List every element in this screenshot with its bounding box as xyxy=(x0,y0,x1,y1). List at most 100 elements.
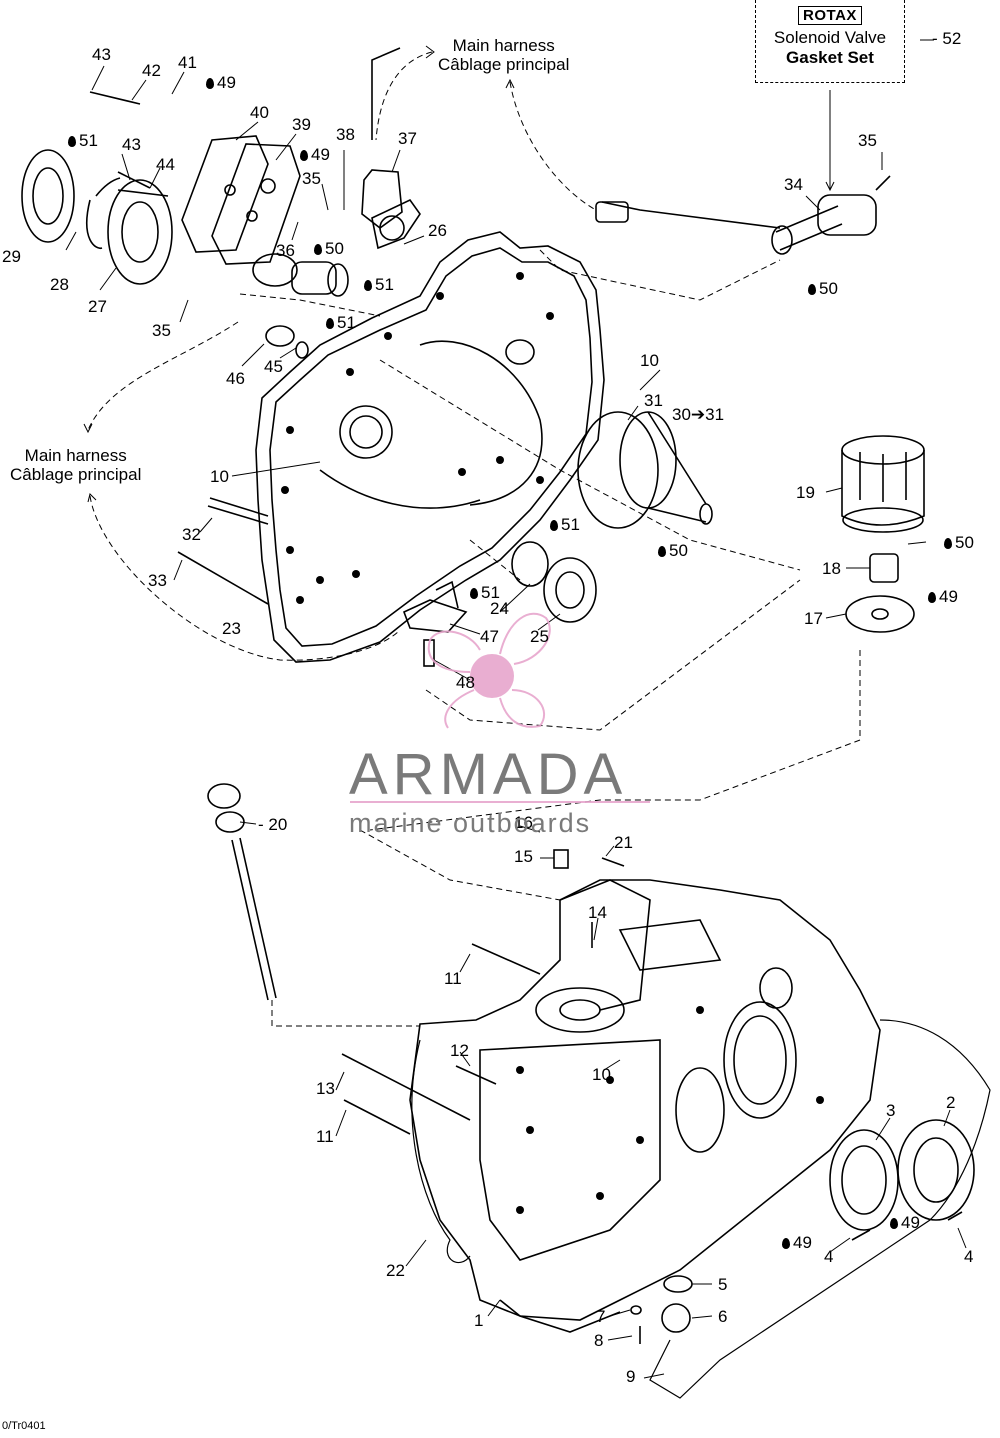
oil-drop-icon xyxy=(890,1218,898,1229)
lubricant-51: 51 xyxy=(470,584,500,602)
callout-35-screw: 35 xyxy=(302,169,321,188)
oil-drop-icon xyxy=(470,588,478,599)
oil-drop-icon xyxy=(68,136,76,147)
harness-label-en: Main harness xyxy=(452,36,555,55)
callout-4-screw: 4 xyxy=(824,1247,834,1266)
lubricant-49: 49 xyxy=(928,588,958,606)
callout-44-washer: 44 xyxy=(156,155,175,174)
watermark-propeller xyxy=(350,612,650,803)
callout-47-sensor: 47 xyxy=(480,627,499,646)
callout-14-pin: 14 xyxy=(588,903,607,922)
callout-6-plug: 6 xyxy=(718,1307,728,1326)
lubricant-51: 51 xyxy=(550,516,580,534)
oil-drop-icon xyxy=(808,284,816,295)
callout-15-spring: 15 xyxy=(514,847,533,866)
callout-43-bolt-b: 43 xyxy=(122,135,141,154)
oil-drop-icon xyxy=(206,78,214,89)
callout-9-gasket: 9 xyxy=(626,1367,636,1386)
callout-7-washer: 7 xyxy=(596,1307,606,1326)
callout-39-cover: 39 xyxy=(292,115,311,134)
callout-20-dipstick: - 20 xyxy=(258,815,288,834)
lubricant-49: 49 xyxy=(206,74,236,92)
callout-11-bolt-b: 11 xyxy=(316,1127,334,1146)
callout-13-bolt: 13 xyxy=(316,1079,335,1098)
lubricant-51: 51 xyxy=(68,132,98,150)
main-harness-note-top: Main harness Câblage principal xyxy=(438,36,569,74)
callout-46-fitting: 46 xyxy=(226,369,245,388)
crankcase-cover-upper xyxy=(255,231,605,663)
lubricant-51: 51 xyxy=(326,314,356,332)
oil-drop-icon xyxy=(314,244,322,255)
oil-drop-icon xyxy=(658,546,666,557)
callout-8-screw: 8 xyxy=(594,1331,604,1350)
callout-10-dowel: 10 xyxy=(640,351,659,370)
watermark-subtitle: marine outboards xyxy=(349,808,592,838)
cover-plate-parts xyxy=(181,135,301,265)
lubricant-50: 50 xyxy=(314,240,344,258)
callout-25-bearing: 25 xyxy=(530,627,549,646)
callout-52-kit: - 52 xyxy=(932,29,962,48)
harness-label-fr: Câblage principal xyxy=(438,55,570,74)
kit-title: Solenoid Valve xyxy=(773,28,887,47)
callout-4-screw-b: 4 xyxy=(964,1247,974,1266)
callout-35-screw-c: 35 xyxy=(858,131,877,150)
oil-drop-icon xyxy=(300,150,308,161)
bearings-24-25 xyxy=(511,541,597,623)
callout-5-oring: 5 xyxy=(718,1275,728,1294)
callout-32-bolt: 32 xyxy=(182,525,201,544)
drain-plug-parts xyxy=(630,1275,693,1344)
callout-2-bearing: 2 xyxy=(946,1093,956,1112)
callout-30-31-bearing: 30➔31 xyxy=(672,405,725,424)
callout-21-pin: 21 xyxy=(614,833,633,852)
lubricant-49: 49 xyxy=(782,1234,812,1252)
dipstick-20 xyxy=(207,783,277,1001)
bearing-30 xyxy=(577,411,713,529)
oil-drop-icon xyxy=(944,538,952,549)
callout-48-bolt: 48 xyxy=(456,673,475,692)
lubricant-50: 50 xyxy=(808,280,838,298)
harness-label-en: Main harness xyxy=(24,446,127,465)
bearings-lower xyxy=(829,1119,975,1241)
callout-19-oil-filter: 19 xyxy=(796,483,815,502)
oil-drop-icon xyxy=(326,318,334,329)
callout-43-bolt: 43 xyxy=(92,45,111,64)
callout-36-solenoid: 36 xyxy=(276,241,295,260)
lubricant-51: 51 xyxy=(364,276,394,294)
rotax-logo: ROTAX xyxy=(798,6,862,25)
oil-filter-19 xyxy=(841,435,925,633)
callout-38-oring: 38 xyxy=(336,125,355,144)
callout-41-plug: 41 xyxy=(178,53,197,72)
watermark-title: ARMADA xyxy=(349,742,628,807)
callout-35-screw-b: 35 xyxy=(152,321,171,340)
solenoid-valve-34 xyxy=(595,175,891,255)
bolts-upper xyxy=(89,91,269,605)
solenoid-assembly-left xyxy=(252,253,349,359)
callout-45-oring: 45 xyxy=(264,357,283,376)
callout-10-dowel-b: 10 xyxy=(210,467,229,486)
callout-37-sensor: 37 xyxy=(398,129,417,148)
callout-34-solenoid-valve: 34 xyxy=(784,175,803,194)
main-harness-note-left: Main harness Câblage principal xyxy=(10,446,141,484)
lubricant-49: 49 xyxy=(890,1214,920,1232)
callout-16-plug: 16 xyxy=(514,813,533,832)
callout-10-dowel-c: 10 xyxy=(592,1065,611,1084)
kit-subtitle: Gasket Set xyxy=(786,48,874,67)
solenoid-valve-gasket-kit: ROTAX Solenoid Valve Gasket Set xyxy=(755,0,905,83)
callout-33-bolt: 33 xyxy=(148,571,167,590)
oil-drop-icon xyxy=(364,280,372,291)
oil-drop-icon xyxy=(782,1238,790,1249)
routing-dashes xyxy=(87,51,861,1027)
callout-3-bearing: 3 xyxy=(886,1101,896,1120)
oil-drop-icon xyxy=(550,520,558,531)
callout-27-bearing: 27 xyxy=(88,297,107,316)
lubricant-50: 50 xyxy=(944,534,974,552)
callout-11-bolt: 11 xyxy=(444,969,462,988)
bolts-lower xyxy=(341,849,625,1135)
callout-17-gasket: 17 xyxy=(804,609,823,628)
callout-23-bolt: 23 xyxy=(222,619,241,638)
leader-lines xyxy=(65,39,967,1379)
gaskets-lower xyxy=(411,1019,991,1399)
callout-31-sleeve: 31 xyxy=(644,391,663,410)
callout-28-circlip: 28 xyxy=(50,275,69,294)
